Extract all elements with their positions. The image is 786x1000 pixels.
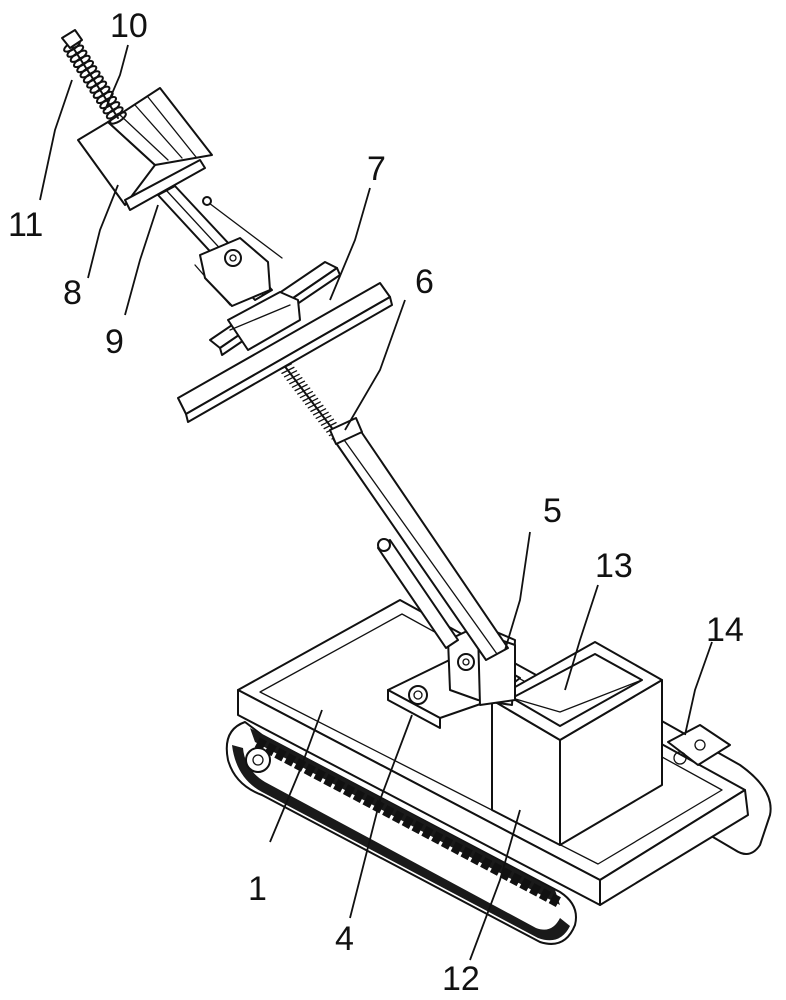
drive-wheel bbox=[245, 747, 271, 773]
callout-labels: 1 4 5 6 7 8 9 10 11 12 13 14 bbox=[8, 7, 744, 998]
rear-wheel-assembly bbox=[667, 724, 731, 766]
control-box bbox=[491, 641, 663, 846]
rotating-platform bbox=[177, 261, 393, 423]
crawler-track bbox=[225, 721, 577, 945]
label-11: 11 bbox=[8, 206, 43, 244]
leader-lines bbox=[39, 44, 713, 961]
spring-rod bbox=[61, 29, 127, 125]
compression-spring bbox=[63, 39, 127, 125]
label-12: 12 bbox=[442, 960, 480, 998]
lift-screw bbox=[273, 356, 345, 440]
label-5: 5 bbox=[543, 492, 562, 530]
label-10: 10 bbox=[110, 7, 148, 45]
gripper-head bbox=[77, 87, 213, 211]
label-9: 9 bbox=[105, 323, 124, 361]
label-14: 14 bbox=[706, 611, 744, 649]
main-boom bbox=[273, 356, 509, 661]
label-1: 1 bbox=[248, 870, 267, 908]
label-8: 8 bbox=[63, 274, 82, 312]
upper-arm bbox=[157, 185, 283, 307]
label-7: 7 bbox=[367, 150, 386, 188]
label-13: 13 bbox=[595, 547, 633, 585]
label-6: 6 bbox=[415, 263, 434, 301]
label-4: 4 bbox=[335, 920, 354, 958]
